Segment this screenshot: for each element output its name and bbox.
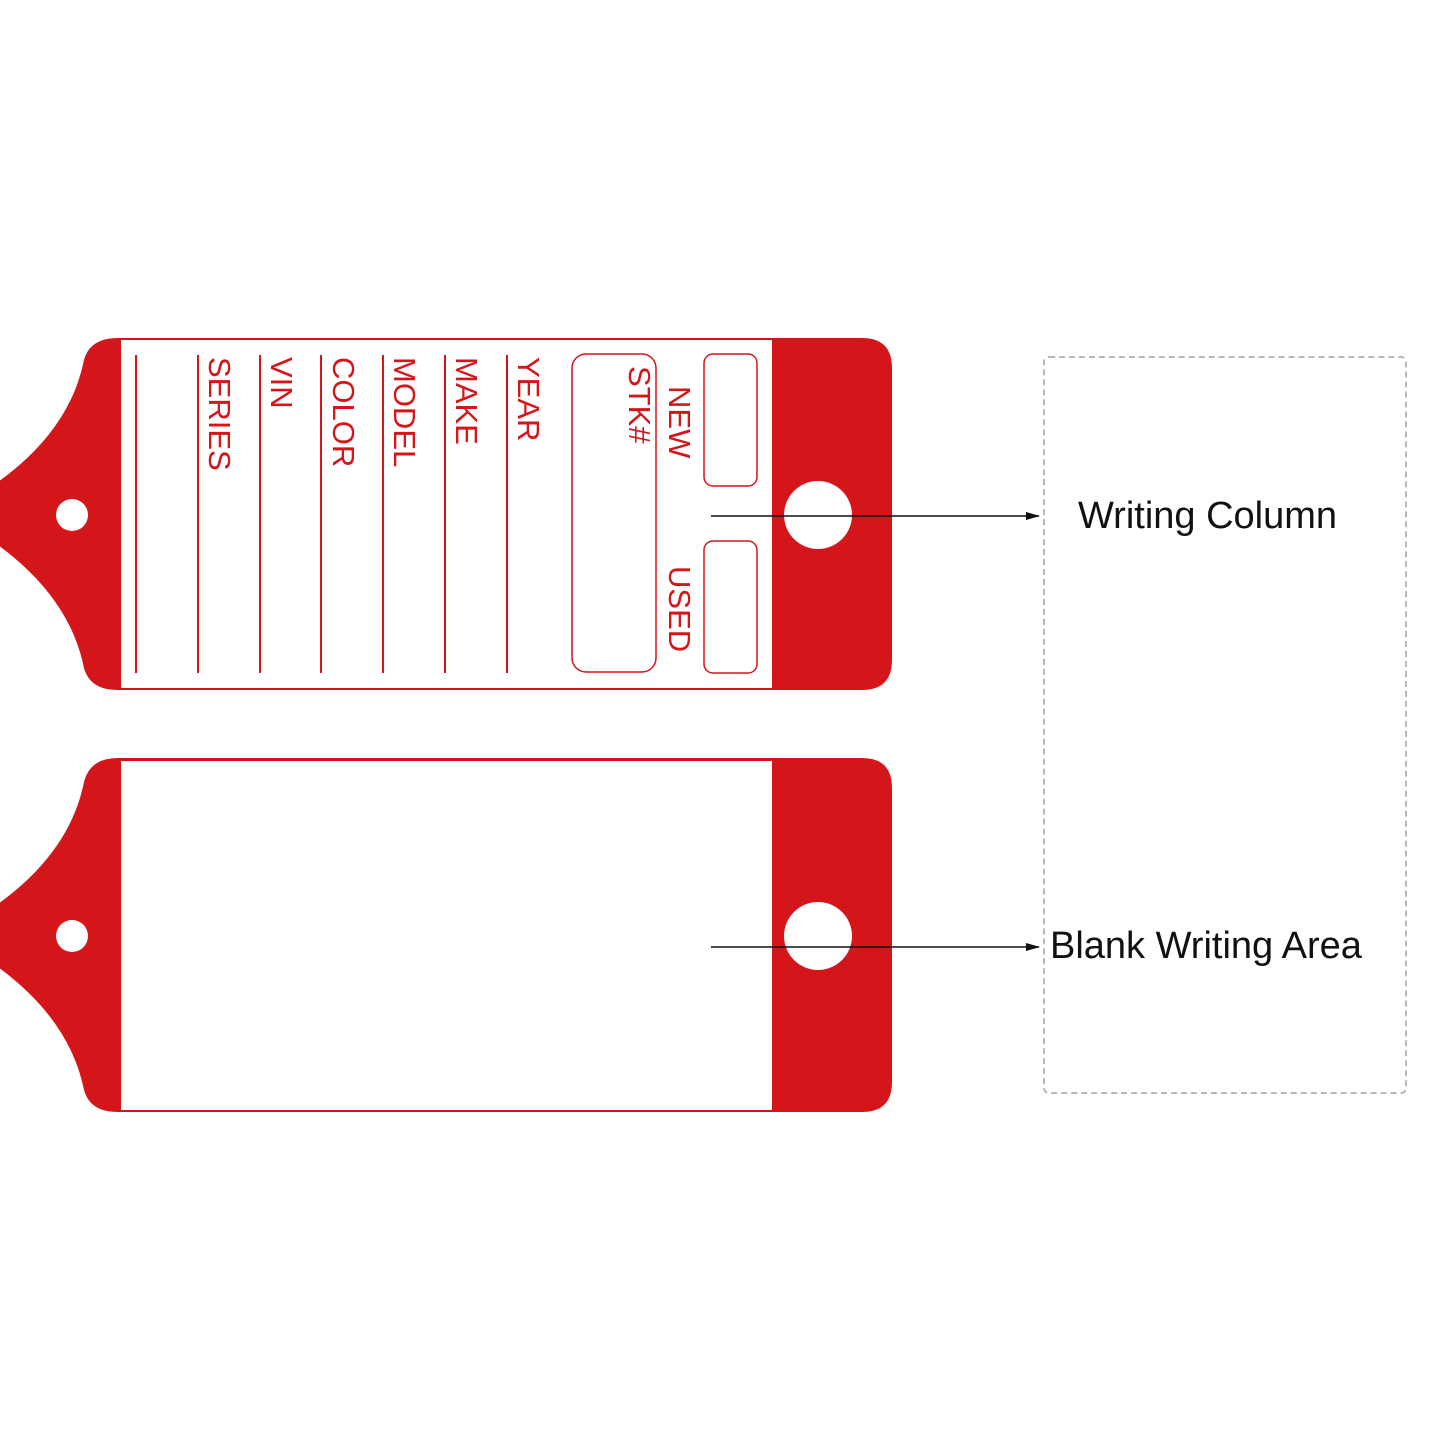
field-label-vin: VIN [264, 357, 299, 409]
field-label-series: SERIES [202, 357, 237, 471]
hang-hole [56, 499, 88, 531]
key-ring-hole [784, 902, 852, 970]
hang-hole [56, 920, 88, 952]
front-tag: YEAR MAKE MODEL COLOR VIN SERIES STK# NE… [0, 338, 892, 690]
key-ring-hole [784, 481, 852, 549]
field-label-year: YEAR [511, 357, 546, 441]
field-label-color: COLOR [326, 357, 361, 467]
blank-writing-area-caption: Blank Writing Area [1050, 925, 1362, 967]
used-checkbox [703, 540, 758, 674]
field-lines [135, 355, 508, 673]
stock-number-label: STK# [622, 366, 657, 444]
writing-column-caption: Writing Column [1078, 495, 1338, 537]
back-tag [0, 758, 892, 1112]
field-label-model: MODEL [387, 357, 422, 467]
callout-panel [1043, 356, 1407, 1094]
field-label-make: MAKE [449, 357, 484, 445]
stock-number-box [571, 353, 657, 673]
blank-writing-panel [121, 761, 772, 1110]
new-label: NEW [662, 386, 697, 459]
front-writing-panel [121, 340, 772, 688]
used-label: USED [662, 566, 697, 652]
new-checkbox [703, 353, 758, 487]
